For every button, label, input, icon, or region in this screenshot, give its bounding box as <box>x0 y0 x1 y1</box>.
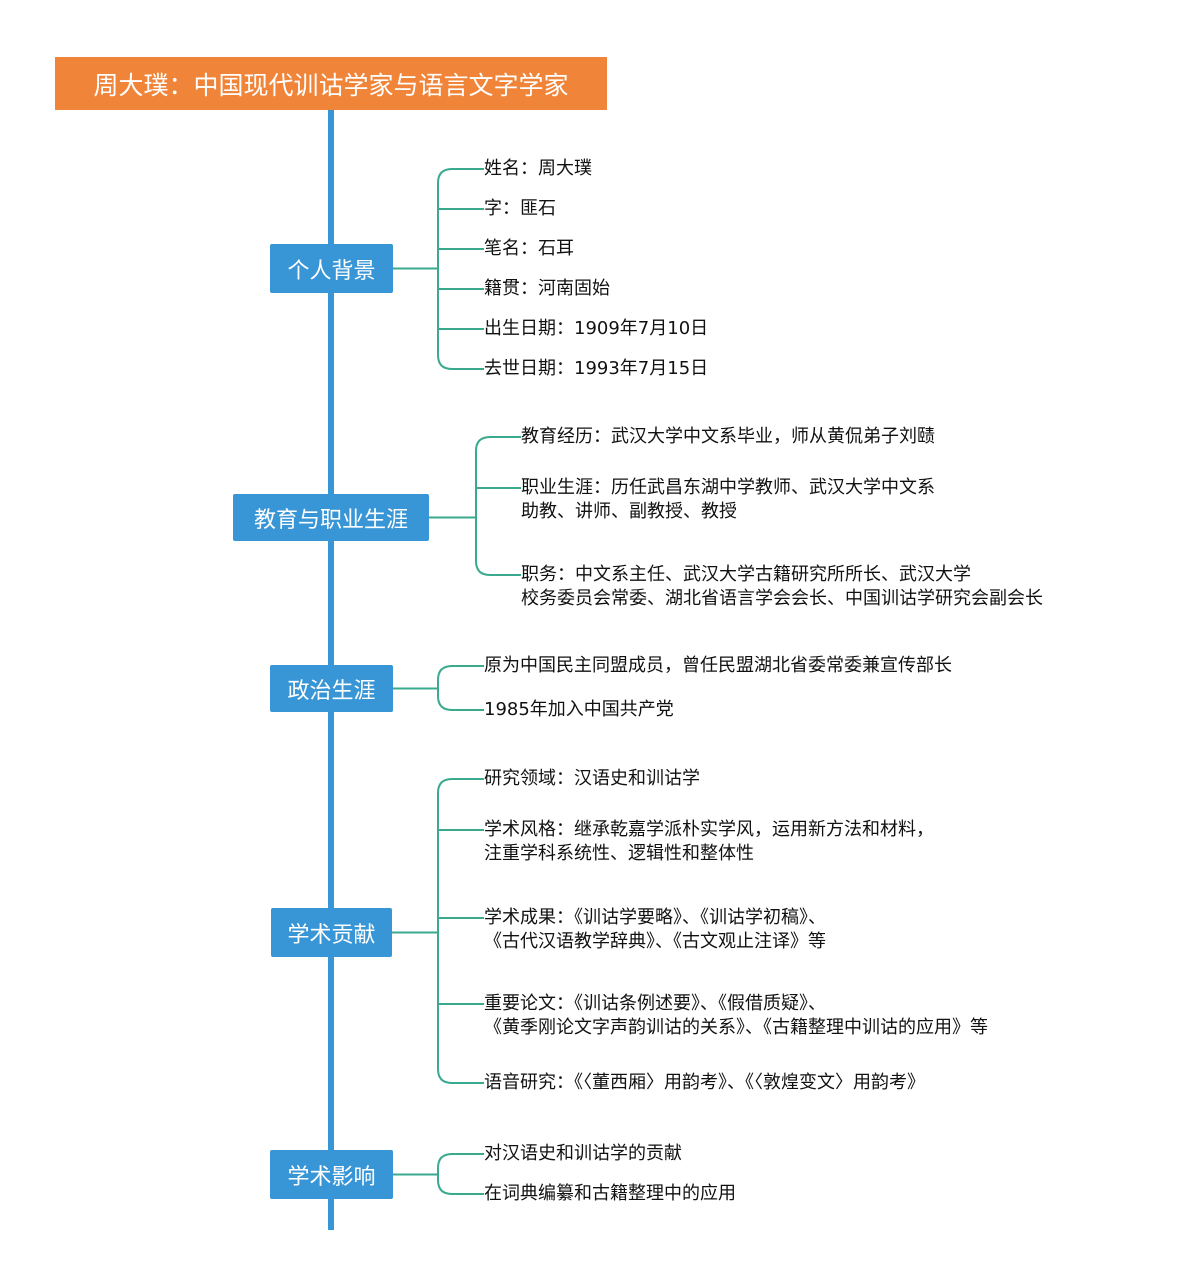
leaf-connector <box>437 665 484 681</box>
leaf-academic-contributions[interactable]: 学术风格：继承乾嘉学派朴实学风，运用新方法和材料， 注重学科系统性、逻辑性和整体性 <box>484 818 934 866</box>
mindmap-title: 周大璞：中国现代训诂学家与语言文字学家 <box>55 57 607 110</box>
leaf-political-career[interactable]: 原为中国民主同盟成员，曾任民盟湖北省委常委兼宣传部长 <box>484 654 952 678</box>
leaf-text-line: 对汉语史和训诂学的贡献 <box>484 1143 682 1164</box>
leaf-academic-influence[interactable]: 对汉语史和训诂学的贡献 <box>484 1142 682 1166</box>
leaf-text-line: 1985年加入中国共产党 <box>484 699 674 720</box>
leaf-text-line: 注重学科系统性、逻辑性和整体性 <box>484 843 754 864</box>
leaf-connector <box>475 560 521 576</box>
leaf-text-line: 在词典编纂和古籍整理中的应用 <box>484 1183 736 1204</box>
leaf-text-line: 校务委员会常委、湖北省语言学会会长、中国训诂学研究会副会长 <box>521 588 1043 609</box>
leaf-text-line: 重要论文：《训诂条例述要》、《假借质疑》、 <box>484 993 826 1014</box>
leaf-academic-contributions[interactable]: 重要论文：《训诂条例述要》、《假借质疑》、《黄季刚论文字声韵训诂的关系》、《古籍… <box>484 992 988 1040</box>
leaf-text-line: 去世日期：1993年7月15日 <box>484 358 709 379</box>
leaf-personal-background[interactable]: 出生日期：1909年7月10日 <box>484 317 708 341</box>
leaf-connector <box>475 436 521 452</box>
branch-academic-contributions[interactable]: 学术贡献 <box>271 908 392 957</box>
leaf-personal-background[interactable]: 笔名：石耳 <box>484 237 574 261</box>
leaf-connector <box>437 354 484 370</box>
leaf-text-line: 籍贯：河南固始 <box>484 278 610 299</box>
leaf-connector <box>437 1153 484 1169</box>
leaf-academic-contributions[interactable]: 学术成果：《训诂学要略》、《训诂学初稿》、《古代汉语教学辞典》、《古文观止注译》… <box>484 906 826 954</box>
leaf-personal-background[interactable]: 字：匪石 <box>484 197 556 221</box>
leaf-text-line: 原为中国民主同盟成员，曾任民盟湖北省委常委兼宣传部长 <box>484 655 952 676</box>
leaf-text-line: 语音研究：《〈董西厢〉用韵考》、《〈敦煌变文〉用韵考》 <box>484 1072 925 1093</box>
leaf-connector <box>437 1179 484 1195</box>
leaf-personal-background[interactable]: 籍贯：河南固始 <box>484 277 610 301</box>
leaf-text-line: 学术成果：《训诂学要略》、《训诂学初稿》、 <box>484 907 826 928</box>
leaf-personal-background[interactable]: 姓名：周大璞 <box>484 157 592 181</box>
leaf-academic-influence[interactable]: 在词典编纂和古籍整理中的应用 <box>484 1182 736 1206</box>
leaf-text-line: 职务：中文系主任、武汉大学古籍研究所所长、武汉大学 <box>521 564 971 585</box>
leaf-text-line: 研究领域：汉语史和训诂学 <box>484 768 700 789</box>
leaf-connector <box>437 1068 484 1084</box>
branch-political-career[interactable]: 政治生涯 <box>270 665 393 712</box>
leaf-text-line: 笔名：石耳 <box>484 238 574 259</box>
leaf-text-line: 教育经历：武汉大学中文系毕业，师从黄侃弟子刘赜 <box>521 426 935 447</box>
leaf-text-line: 学术风格：继承乾嘉学派朴实学风，运用新方法和材料， <box>484 819 934 840</box>
leaf-text-line: 姓名：周大璞 <box>484 158 592 179</box>
leaf-academic-contributions[interactable]: 研究领域：汉语史和训诂学 <box>484 767 700 791</box>
branch-personal-background[interactable]: 个人背景 <box>270 244 393 293</box>
leaf-education-career[interactable]: 职业生涯：历任武昌东湖中学教师、武汉大学中文系助教、讲师、副教授、教授 <box>521 476 935 524</box>
leaf-text-line: 《黄季刚论文字声韵训诂的关系》、《古籍整理中训诂的应用》等 <box>484 1017 988 1038</box>
leaf-text-line: 出生日期：1909年7月10日 <box>484 318 709 339</box>
leaf-academic-contributions[interactable]: 语音研究：《〈董西厢〉用韵考》、《〈敦煌变文〉用韵考》 <box>484 1071 925 1095</box>
leaf-personal-background[interactable]: 去世日期：1993年7月15日 <box>484 357 708 381</box>
leaf-text-line: 字：匪石 <box>484 198 556 219</box>
branch-education-career[interactable]: 教育与职业生涯 <box>233 494 429 541</box>
leaf-connector <box>437 695 484 711</box>
branch-academic-influence[interactable]: 学术影响 <box>270 1150 393 1199</box>
leaf-education-career[interactable]: 教育经历：武汉大学中文系毕业，师从黄侃弟子刘赜 <box>521 425 935 449</box>
leaf-text-line: 助教、讲师、副教授、教授 <box>521 501 737 522</box>
leaf-text-line: 《古代汉语教学辞典》、《古文观止注译》等 <box>484 931 826 952</box>
leaf-connector <box>437 778 484 794</box>
leaf-connector <box>437 168 484 184</box>
leaf-political-career[interactable]: 1985年加入中国共产党 <box>484 698 674 722</box>
leaf-text-line: 职业生涯：历任武昌东湖中学教师、武汉大学中文系 <box>521 477 935 498</box>
leaf-education-career[interactable]: 职务：中文系主任、武汉大学古籍研究所所长、武汉大学校务委员会常委、湖北省语言学会… <box>521 563 1043 611</box>
